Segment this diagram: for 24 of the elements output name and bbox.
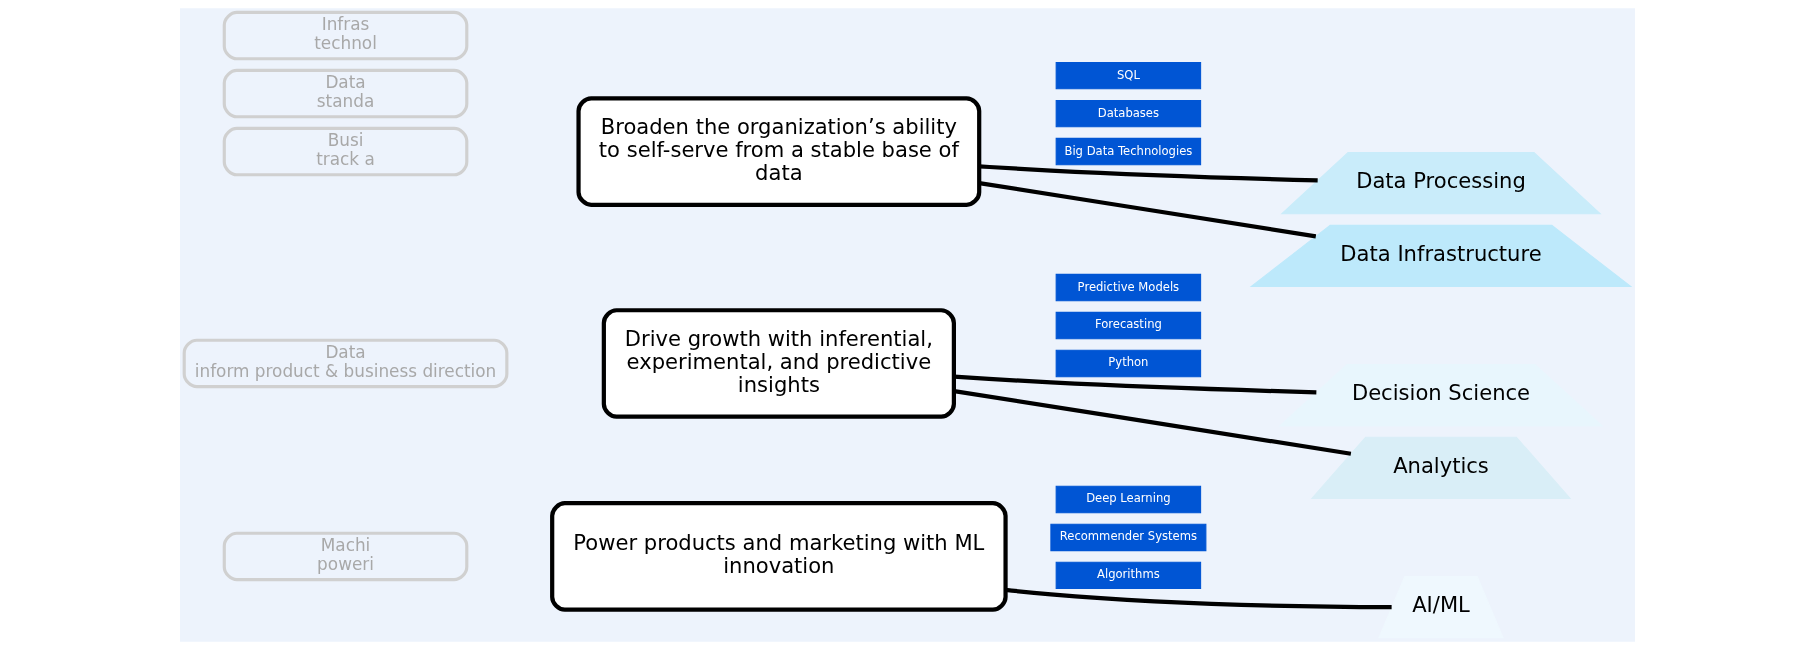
node-box: Algorithms (1055, 561, 1201, 590)
connector (953, 388, 1351, 456)
node-text: AI/ML (1411, 592, 1470, 618)
node-box: Big Data Technologies (1055, 137, 1201, 166)
node-box: Power products and marketing with ML innovation (549, 501, 1008, 612)
connector (978, 181, 1316, 239)
node-box: SQL (1055, 61, 1201, 90)
node-box: Drive growth with inferential, experimental, and predictive insights (601, 308, 956, 419)
node-box: Databases (1055, 99, 1201, 128)
node-box: Infras technol (222, 10, 468, 61)
node-box: Python (1055, 349, 1201, 378)
node-box: Predictive Models (1055, 273, 1201, 302)
connector (978, 164, 1318, 183)
node-box: Busi track a (222, 126, 468, 177)
connector (953, 374, 1316, 395)
node-box: Recommender Systems (1049, 523, 1206, 552)
node-box: Broaden the organization’s ability to self-serve from a stable base of data (575, 96, 981, 207)
node-box: Forecasting (1055, 311, 1201, 340)
node-box: Data standa (222, 68, 468, 119)
node-text: Decision Science (1351, 380, 1530, 406)
connector (1004, 587, 1392, 610)
node-box: Machi poweri (222, 531, 468, 582)
node-box: Data inform product & business direction (182, 338, 508, 389)
node-box: Deep Learning (1055, 485, 1201, 514)
